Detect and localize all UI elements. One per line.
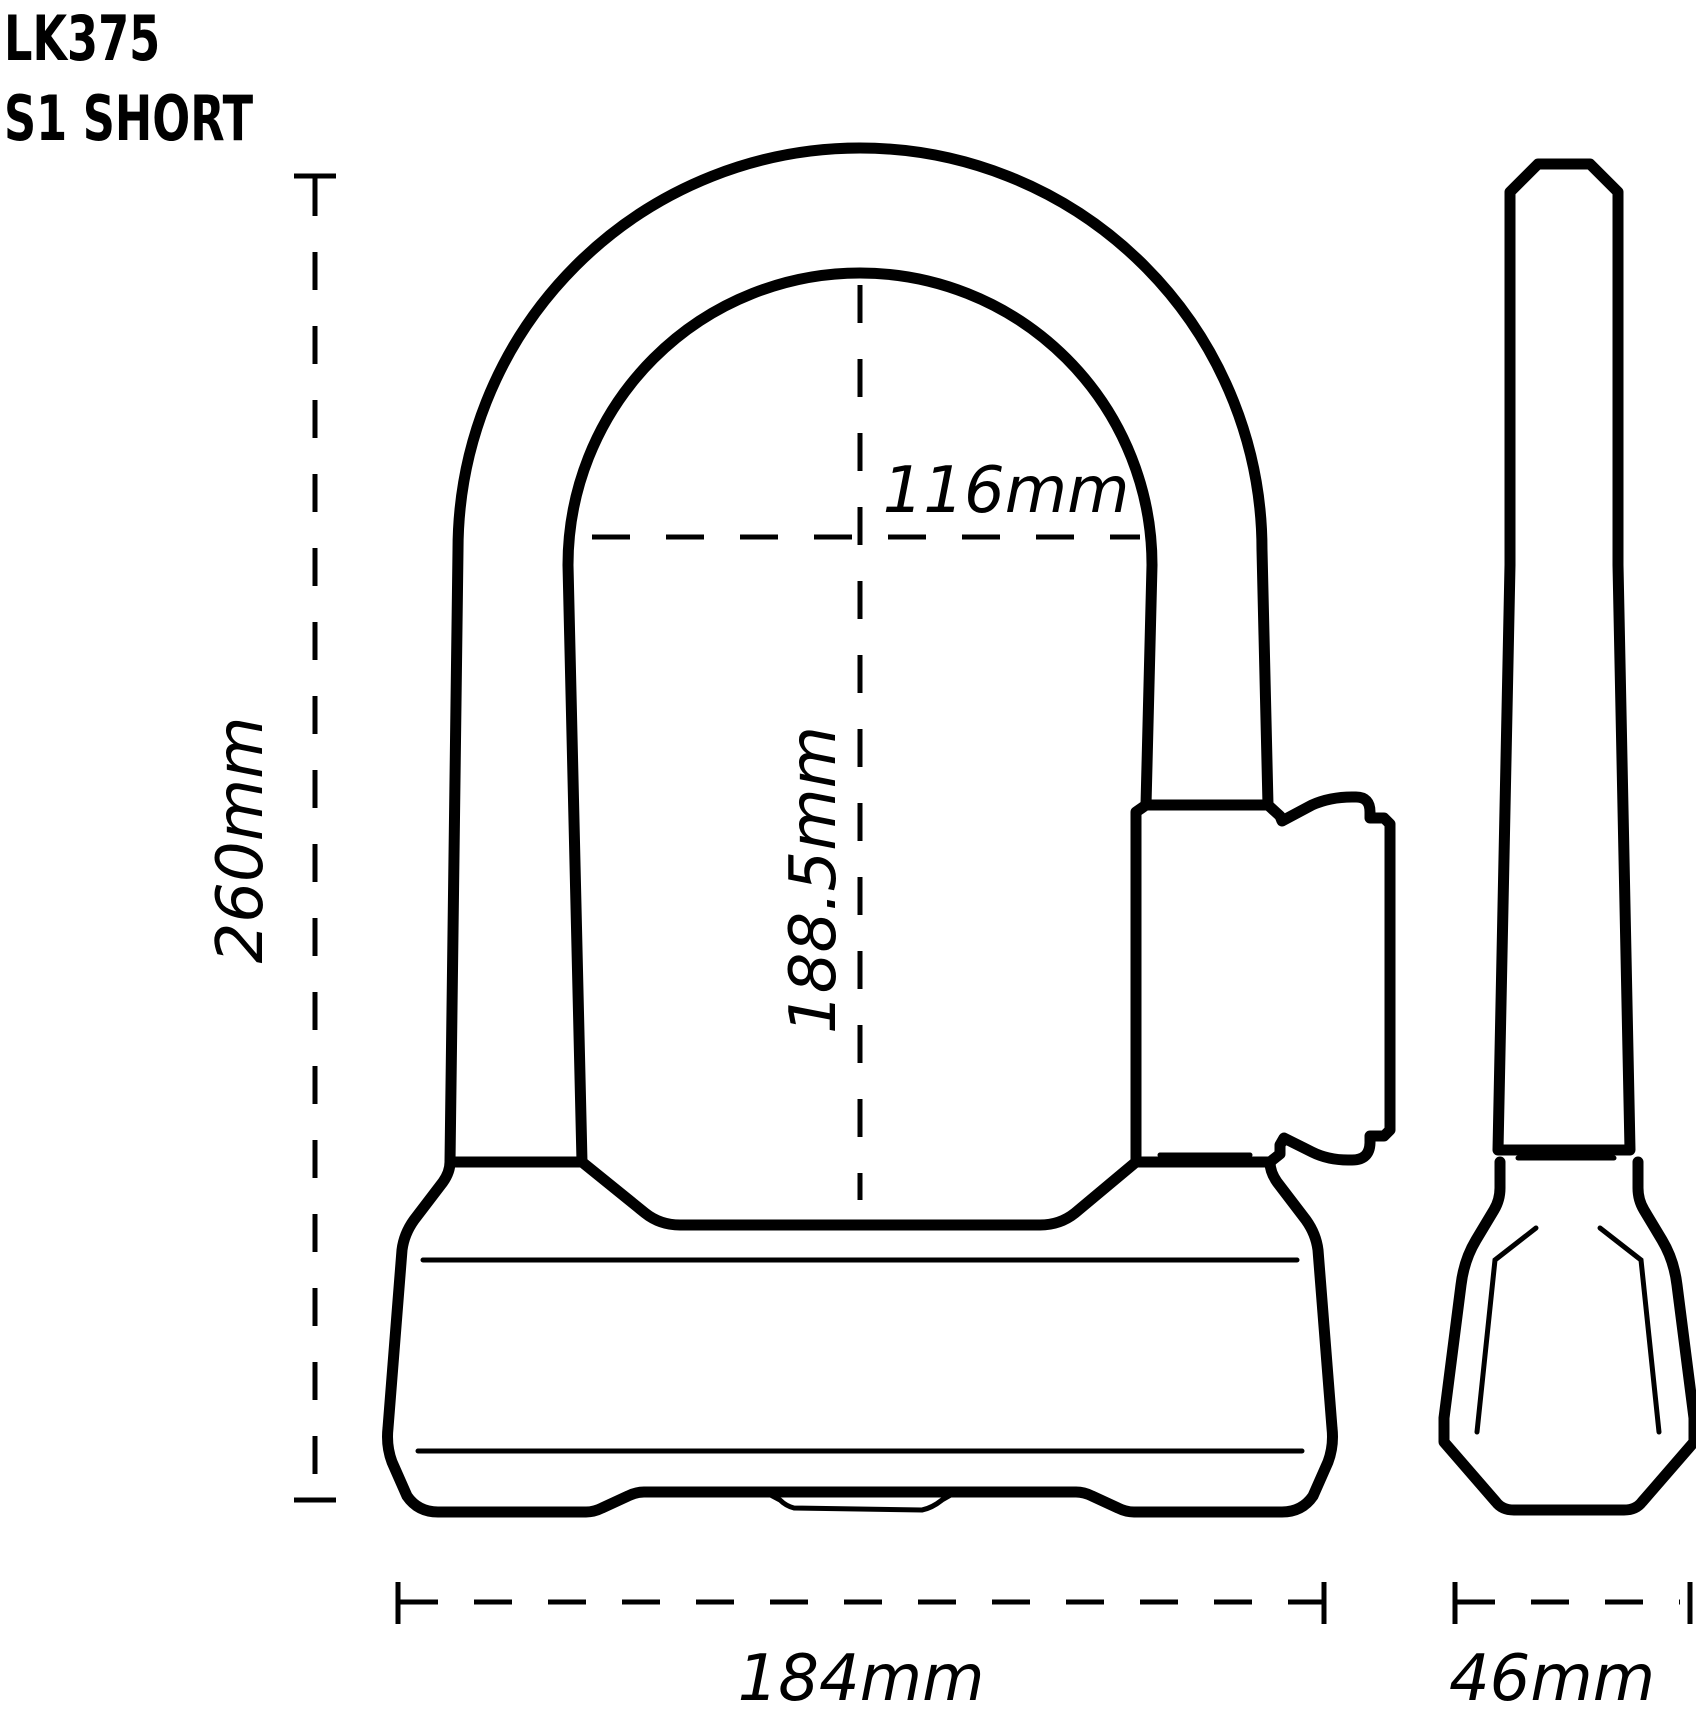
width-dimension: 184mm bbox=[395, 1582, 1327, 1709]
lock-front-view: 116mm 188.5mm bbox=[382, 142, 1396, 1518]
keyhole-slot bbox=[762, 1489, 959, 1513]
overall-width-label: 184mm bbox=[738, 1642, 985, 1704]
side-shackle bbox=[1492, 158, 1636, 1156]
lock-head bbox=[1130, 791, 1396, 1168]
shackle-opening-bottom bbox=[576, 1156, 1142, 1231]
model-code: LK375 bbox=[4, 2, 161, 75]
depth-label: 46mm bbox=[1449, 1642, 1655, 1704]
side-left-bevel bbox=[1474, 1225, 1539, 1435]
inner-height-label: 188.5mm bbox=[777, 726, 851, 1034]
height-dimension: 260mm bbox=[204, 173, 336, 1503]
model-variant: S1 SHORT bbox=[4, 82, 254, 155]
shackle-outer bbox=[444, 142, 1274, 1168]
lock-side-view bbox=[1438, 158, 1696, 1516]
shackle-inner bbox=[562, 267, 1158, 1168]
overall-height-label: 260mm bbox=[204, 717, 278, 964]
side-body bbox=[1438, 1156, 1696, 1516]
side-right-bevel bbox=[1597, 1225, 1662, 1435]
depth-dimension: 46mm bbox=[1449, 1582, 1693, 1709]
inner-width-label: 116mm bbox=[883, 454, 1130, 528]
crossbar-housing bbox=[382, 1156, 1338, 1518]
